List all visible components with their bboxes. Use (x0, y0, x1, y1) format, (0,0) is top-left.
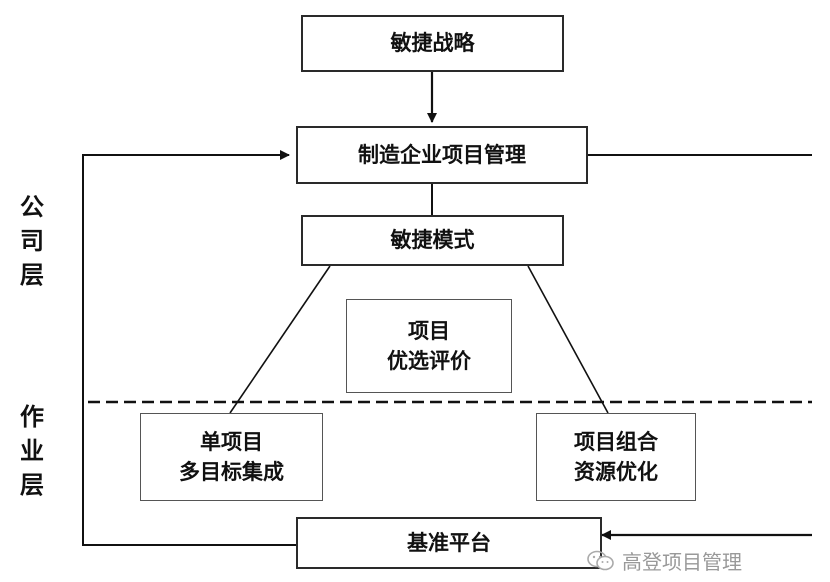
wechat-icon (587, 550, 614, 570)
project-selection-box: 项目 优选评价 (346, 299, 512, 393)
watermark: 高登项目管理 (586, 546, 742, 575)
enterprise-pm-box: 制造企业项目管理 (296, 126, 588, 184)
connector-mode-to-portfolio (527, 265, 609, 414)
connector-mode-to-single (229, 265, 331, 414)
single-project-box: 单项目 多目标集成 (140, 413, 323, 501)
layer-label-operation: 作 业 层 (20, 403, 44, 499)
feedback-loop-left (82, 150, 296, 546)
portfolio-box: 项目组合 资源优化 (536, 413, 696, 501)
agile-mode-box: 敏捷模式 (301, 215, 564, 266)
baseline-platform-box: 基准平台 (296, 517, 602, 569)
agile-strategy-box: 敏捷战略 (301, 15, 564, 72)
watermark-text: 高登项目管理 (622, 550, 742, 574)
layer-label-company: 公 司 层 (20, 193, 44, 289)
